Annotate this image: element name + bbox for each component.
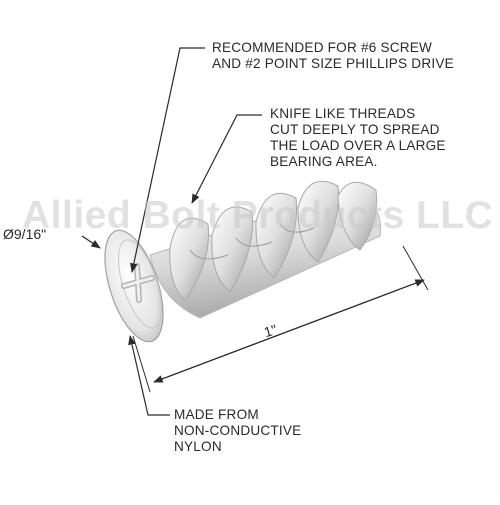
- callout-recommended: RECOMMENDED FOR #6 SCREW AND #2 POINT SI…: [212, 40, 454, 72]
- callout-threads: KNIFE LIKE THREADS CUT DEEPLY TO SPREAD …: [270, 106, 446, 170]
- length-dimension: [132, 245, 429, 393]
- callout-recommended-line-2: AND #2 POINT SIZE PHILLIPS DRIVE: [212, 56, 454, 71]
- watermark-text: Allied Bolt Products LLC: [22, 194, 494, 237]
- callout-threads-line-2: CUT DEEPLY TO SPREAD: [270, 122, 440, 137]
- callout-material-line-1: MADE FROM: [174, 407, 259, 422]
- callout-threads-line-3: THE LOAD OVER A LARGE: [270, 138, 446, 153]
- leader-recommended: [130, 47, 205, 273]
- diameter-dimension: [81, 235, 101, 249]
- diameter-label: Ø9/16": [3, 226, 47, 242]
- callout-threads-line-4: BEARING AREA.: [270, 154, 378, 169]
- anchor-threads: [169, 180, 378, 301]
- callout-material-line-2: NON-CONDUCTIVE: [174, 423, 302, 438]
- wall-anchor: [104, 180, 382, 343]
- callout-material: MADE FROM NON-CONDUCTIVE NYLON: [174, 407, 301, 455]
- leader-threads: [191, 114, 262, 204]
- leader-material: [128, 335, 170, 416]
- callout-threads-line-1: KNIFE LIKE THREADS: [270, 106, 416, 121]
- callout-recommended-line-1: RECOMMENDED FOR #6 SCREW: [212, 40, 433, 55]
- callout-material-line-3: NYLON: [174, 439, 222, 454]
